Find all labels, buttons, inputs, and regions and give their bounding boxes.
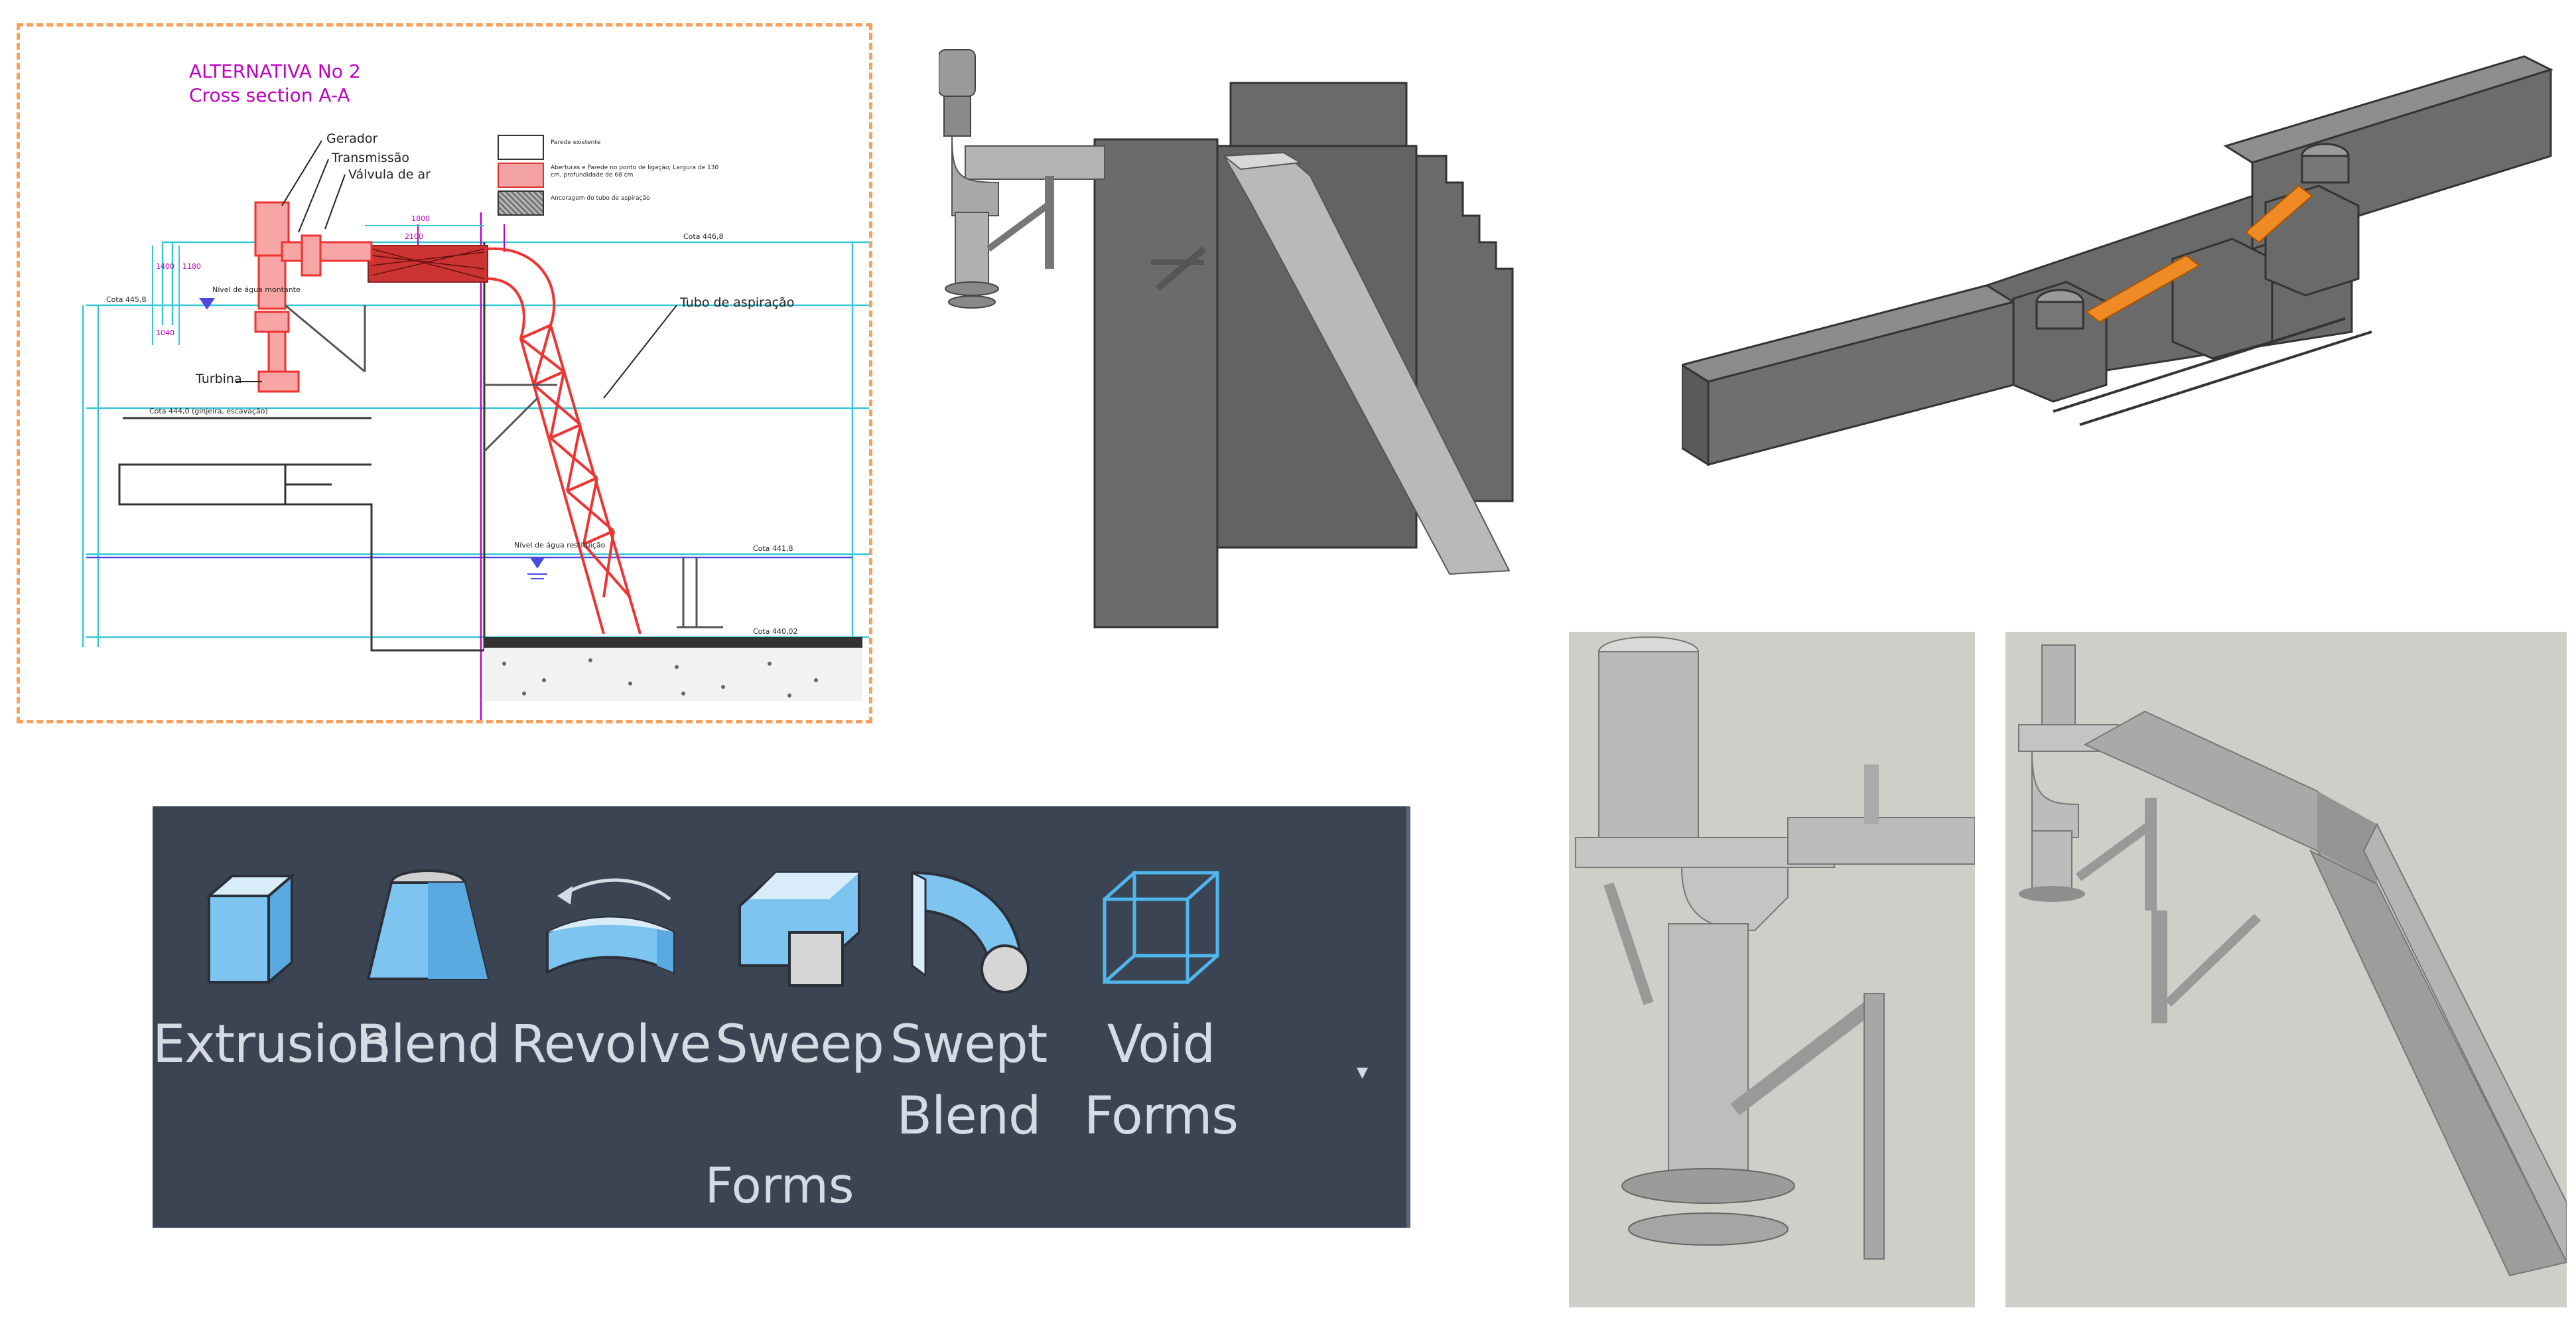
forms-ribbon-panel: Extrusion Blend Revolve Sweep bbox=[153, 806, 1410, 1228]
legend-text-opening: Aberturas e Parede no ponto de ligação; … bbox=[551, 165, 719, 179]
side-view-model bbox=[939, 49, 1514, 628]
cad-title: ALTERNATIVA No 2 Cross section A-A bbox=[189, 60, 361, 108]
level-cota-441-8: Cota 441,8 bbox=[753, 544, 793, 553]
cad-cross-section-drawing: ALTERNATIVA No 2 Cross section A-A Pared… bbox=[17, 23, 872, 723]
revolve-label: Revolve bbox=[511, 1015, 711, 1074]
cad-title-line1: ALTERNATIVA No 2 bbox=[189, 60, 361, 82]
dimension-3: 1400 bbox=[156, 262, 174, 271]
legend-text-anchoring: Ancoragem do tubo de aspiração bbox=[551, 195, 650, 202]
void-forms-icon bbox=[1103, 871, 1219, 984]
dimension-5: 1180 bbox=[182, 262, 201, 271]
void-forms-dropdown-icon[interactable]: ▾ bbox=[1357, 1059, 1369, 1085]
isometric-model bbox=[1682, 55, 2554, 467]
closeup-render-turbine bbox=[1569, 632, 1975, 1307]
blend-label: Blend bbox=[356, 1015, 500, 1074]
callout-tubo: Tubo de aspiração bbox=[680, 295, 795, 310]
sweep-label: Sweep bbox=[715, 1015, 884, 1074]
dimension-4: 1040 bbox=[156, 329, 174, 337]
legend-swatch-opening bbox=[498, 163, 544, 188]
extrusion-label: Extrusion bbox=[153, 1015, 391, 1074]
extrusion-icon bbox=[205, 873, 296, 986]
revolve-button[interactable]: Revolve bbox=[511, 843, 711, 1155]
callout-gerador: Gerador bbox=[326, 131, 378, 146]
callout-valvula: Válvula de ar bbox=[348, 167, 431, 182]
level-cota-446-8: Cota 446,8 bbox=[683, 232, 724, 241]
level-nivel-agua-jusante: Nível de água restituição bbox=[514, 541, 606, 549]
sweep-button[interactable]: Sweep bbox=[700, 843, 899, 1155]
dimension-2: 2100 bbox=[405, 232, 423, 241]
legend-swatch-anchoring bbox=[498, 190, 544, 216]
closeup-draft-tube-model bbox=[2018, 644, 2567, 1277]
legend-swatch-existing-wall bbox=[498, 135, 544, 160]
isometric-view-render bbox=[1682, 40, 2564, 564]
dimension-1: 1800 bbox=[411, 214, 430, 223]
level-nivel-agua: Nível de água montante bbox=[212, 285, 301, 294]
closeup-render-draft-tube bbox=[2005, 632, 2567, 1307]
void-forms-button[interactable]: Void Forms bbox=[1061, 843, 1260, 1155]
extrusion-button[interactable]: Extrusion bbox=[153, 843, 391, 1155]
callout-transmissao: Transmissão bbox=[332, 151, 410, 165]
cad-drawing-lines bbox=[82, 140, 869, 720]
level-cota-444-0: Cota 444,0 (ginjeira, escavação) bbox=[149, 407, 268, 415]
level-cota-445-8: Cota 445,8 bbox=[106, 295, 147, 304]
revolve-icon bbox=[546, 878, 675, 975]
level-cota-440-02: Cota 440,02 bbox=[753, 627, 798, 636]
closeup-turbine-model bbox=[1575, 636, 1975, 1260]
swept-blend-label: Swept Blend bbox=[890, 1015, 1048, 1146]
blend-icon bbox=[366, 869, 490, 980]
legend-text-existing-wall: Parede existente bbox=[551, 139, 601, 146]
void-forms-label: Void Forms bbox=[1083, 1015, 1239, 1146]
blend-button[interactable]: Blend bbox=[328, 843, 527, 1155]
swept-blend-button[interactable]: Swept Blend bbox=[869, 843, 1068, 1155]
side-view-render bbox=[939, 43, 1556, 634]
callout-turbina: Turbina bbox=[196, 372, 242, 386]
ribbon-group-label: Forms bbox=[705, 1157, 854, 1214]
swept-blend-icon bbox=[911, 871, 1030, 993]
cad-title-line2: Cross section A-A bbox=[189, 84, 350, 106]
sweep-icon bbox=[738, 871, 860, 987]
